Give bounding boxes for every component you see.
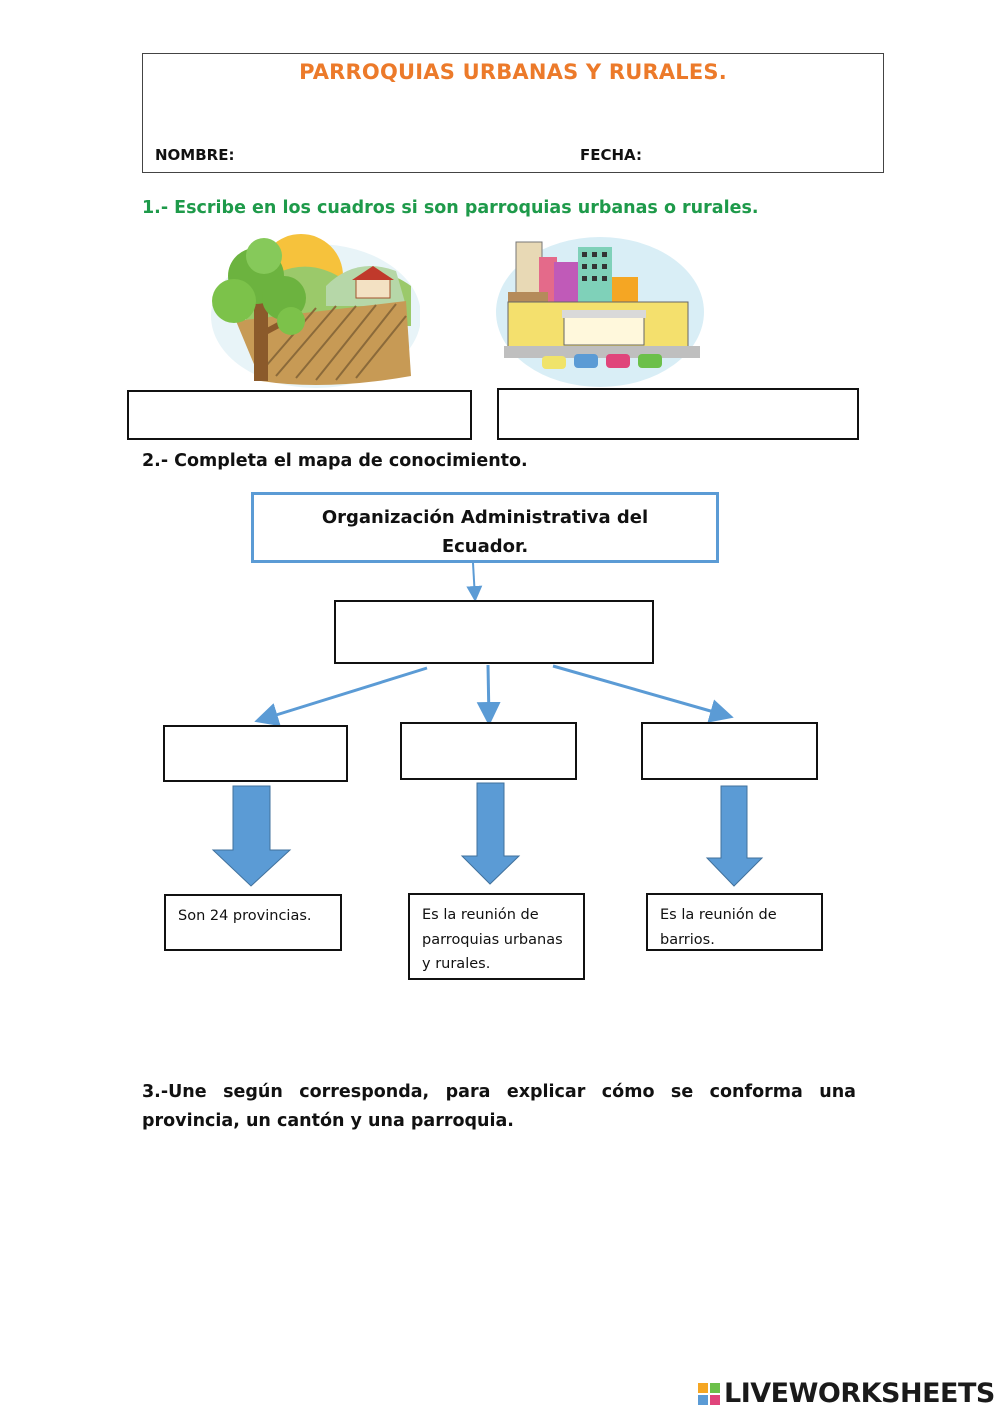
block-arrow-left (211, 785, 292, 887)
brand-footer: LIVEWORKSHEETS (697, 1378, 995, 1409)
concept-answer-box-provincias[interactable] (163, 725, 348, 782)
name-label: NOMBRE: (155, 146, 235, 164)
info-box-2-line-3: y rurales. (422, 956, 491, 972)
root-box-line-2: Ecuador. (441, 536, 529, 557)
date-label: FECHA: (580, 146, 642, 164)
connector-arrow-middle (476, 664, 501, 726)
connector-arrow-right (552, 664, 734, 723)
brand-name: LIVEWORKSHEETS (724, 1378, 995, 1409)
rural-landscape-illustration (211, 234, 420, 388)
liveworksheets-logo-icon (698, 1382, 720, 1405)
concept-answer-box-cantones[interactable] (400, 722, 577, 780)
info-box-3: Es la reunión de barrios. (646, 893, 823, 951)
urban-city-illustration (496, 237, 704, 387)
connector-arrow-left (254, 666, 428, 727)
answer-box-rural[interactable] (127, 390, 472, 440)
info-box-3-line-2: barrios. (660, 931, 715, 948)
concept-answer-box-level-1[interactable] (334, 600, 654, 664)
answer-box-urban[interactable] (497, 388, 859, 440)
concept-map-connectors (211, 562, 764, 887)
info-box-1: Son 24 provincias. (164, 894, 342, 951)
info-box-2-line-1: Es la reunión de (422, 907, 539, 923)
concept-answer-box-parroquias[interactable] (641, 722, 818, 780)
header-box (142, 53, 884, 173)
question-3: 3.-Une según corresponda, para explicar … (142, 1082, 856, 1131)
page-title: PARROQUIAS URBANAS Y RURALES. (299, 60, 727, 84)
info-box-2-line-2: parroquias urbanas (422, 931, 563, 948)
question-2: 2.- Completa el mapa de conocimiento. (142, 451, 528, 471)
info-box-1-line-1: Son 24 provincias. (178, 908, 312, 924)
connector-arrow-root (466, 562, 483, 602)
concept-map-root-box: Organización Administrativa del Ecuador. (251, 492, 719, 563)
info-box-2: Es la reunión de parroquias urbanas y ru… (408, 893, 585, 980)
root-box-line-1: Organización Administrativa del (321, 507, 649, 528)
block-arrow-middle (460, 782, 521, 885)
block-arrow-right (705, 785, 764, 887)
info-box-3-line-1: Es la reunión de (660, 907, 777, 923)
question-1: 1.- Escribe en los cuadros si son parroq… (142, 198, 759, 218)
